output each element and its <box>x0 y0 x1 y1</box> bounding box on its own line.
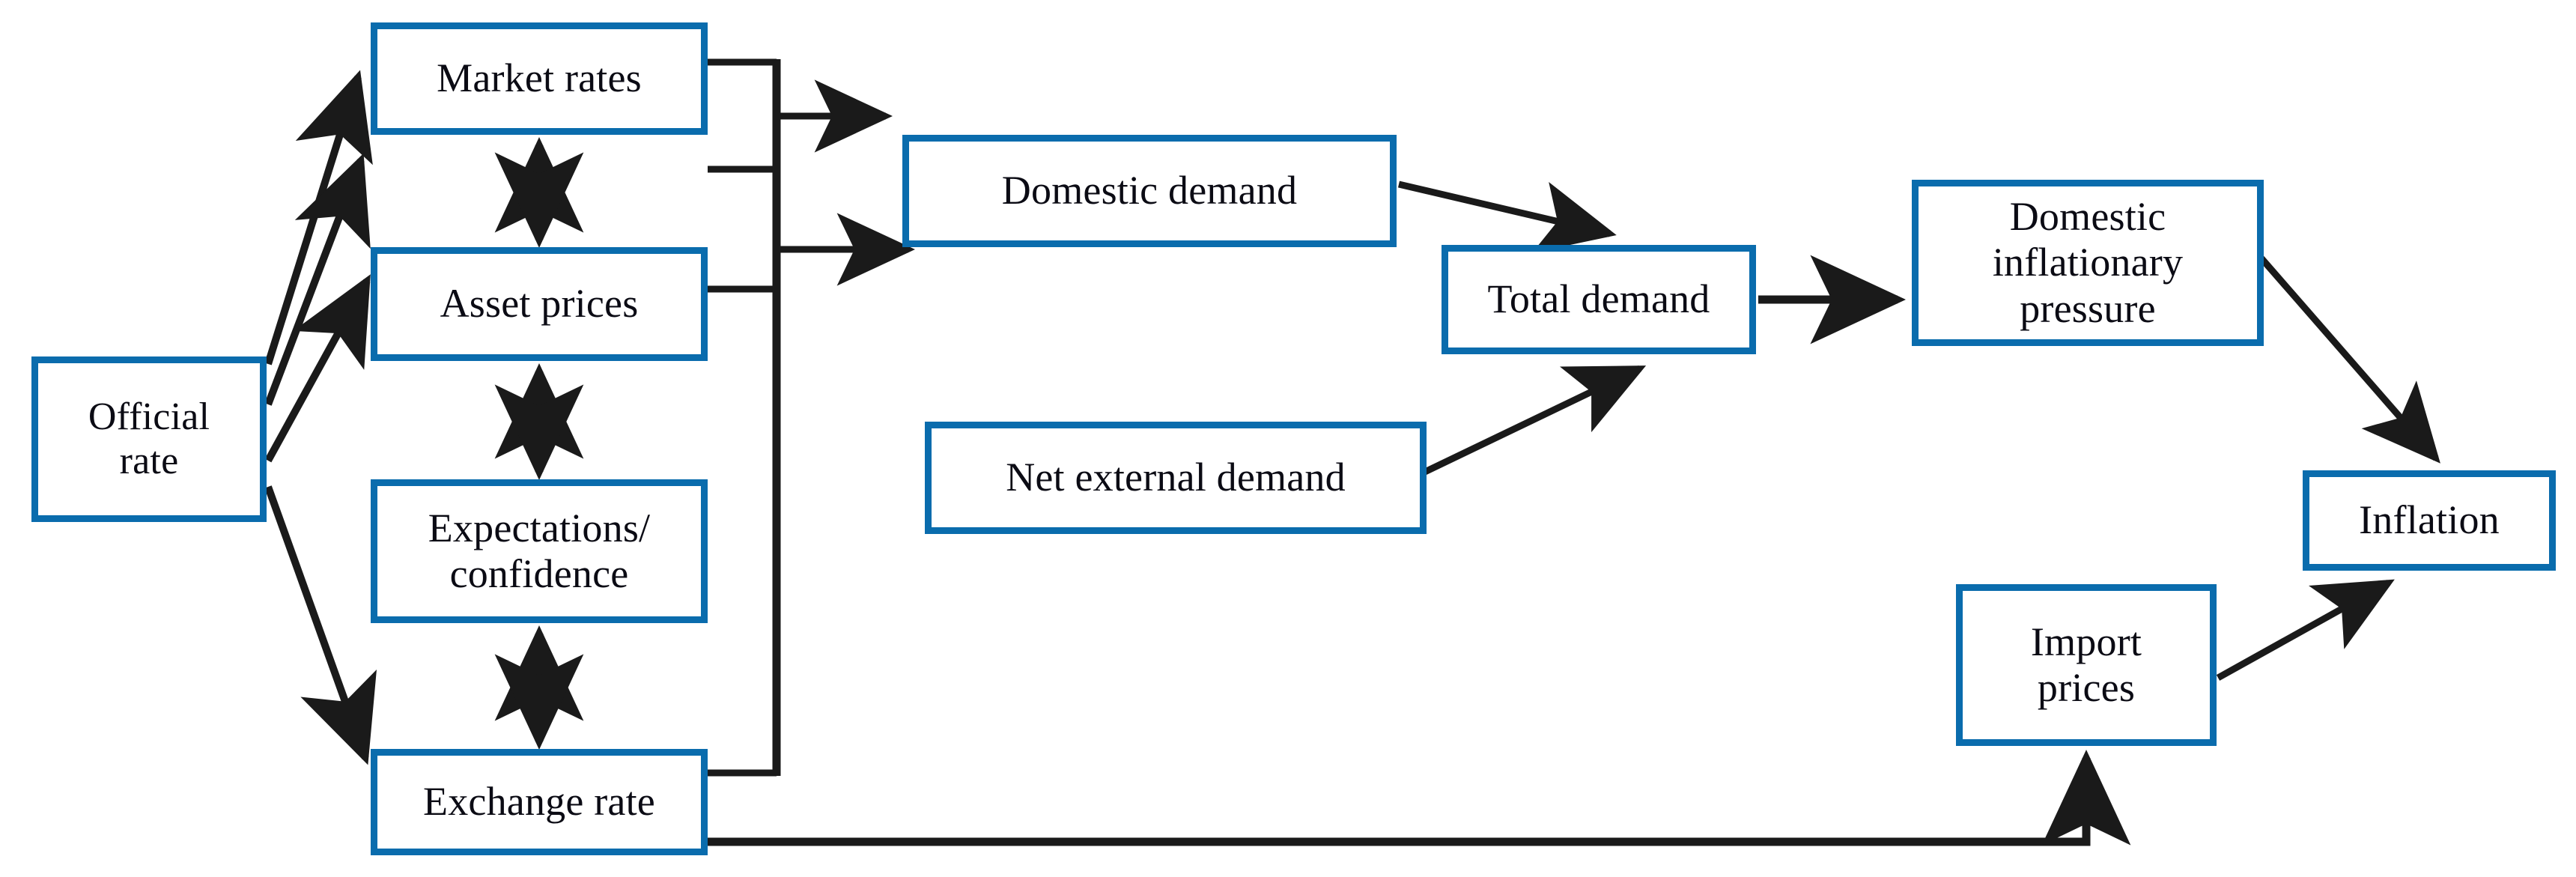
node-import-prices-label: Import prices <box>2030 619 2142 710</box>
edge-official-to-market-rates <box>264 70 373 365</box>
node-domestic-demand-label: Domestic demand <box>1001 168 1298 213</box>
node-market-rates[interactable]: Market rates <box>371 22 708 135</box>
node-net-external-demand-label: Net external demand <box>1006 455 1346 500</box>
edge-import-prices-to-inflation <box>2216 579 2395 681</box>
node-exchange-rate[interactable]: Exchange rate <box>371 749 708 855</box>
edge-bus-spine <box>708 58 781 777</box>
node-official-rate-label: Official rate <box>88 395 210 482</box>
node-inflation[interactable]: Inflation <box>2303 470 2556 571</box>
edge-official-to-asset-prices <box>264 153 371 406</box>
node-total-demand[interactable]: Total demand <box>1442 245 1756 354</box>
node-total-demand-label: Total demand <box>1487 276 1710 322</box>
node-asset-prices-label: Asset prices <box>440 281 639 327</box>
node-expectations-confidence[interactable]: Expectations/ confidence <box>371 479 708 623</box>
node-domestic-inflationary-pressure[interactable]: Domestic inflationary pressure <box>1912 180 2264 346</box>
node-net-external-demand[interactable]: Net external demand <box>925 422 1427 534</box>
node-expectations-confidence-label: Expectations/ confidence <box>428 505 651 596</box>
node-domestic-demand[interactable]: Domestic demand <box>902 135 1397 247</box>
node-domestic-inflationary-pressure-label: Domestic inflationary pressure <box>1992 194 2184 331</box>
node-asset-prices[interactable]: Asset prices <box>371 247 708 361</box>
node-market-rates-label: Market rates <box>437 55 642 101</box>
node-import-prices[interactable]: Import prices <box>1956 584 2217 746</box>
node-inflation-label: Inflation <box>2359 497 2500 543</box>
edge-official-to-exchange-rate <box>264 485 377 765</box>
node-exchange-rate-label: Exchange rate <box>423 779 655 825</box>
edge-official-to-expectations <box>264 274 371 463</box>
edge-pressure-to-inflation <box>2258 256 2440 464</box>
edge-exchange-rate-to-import-prices <box>708 750 2131 846</box>
edge-domestic-demand-to-total-demand <box>1397 180 1617 253</box>
edge-net-external-demand-to-total-demand <box>1424 365 1647 476</box>
node-official-rate[interactable]: Official rate <box>31 356 267 522</box>
